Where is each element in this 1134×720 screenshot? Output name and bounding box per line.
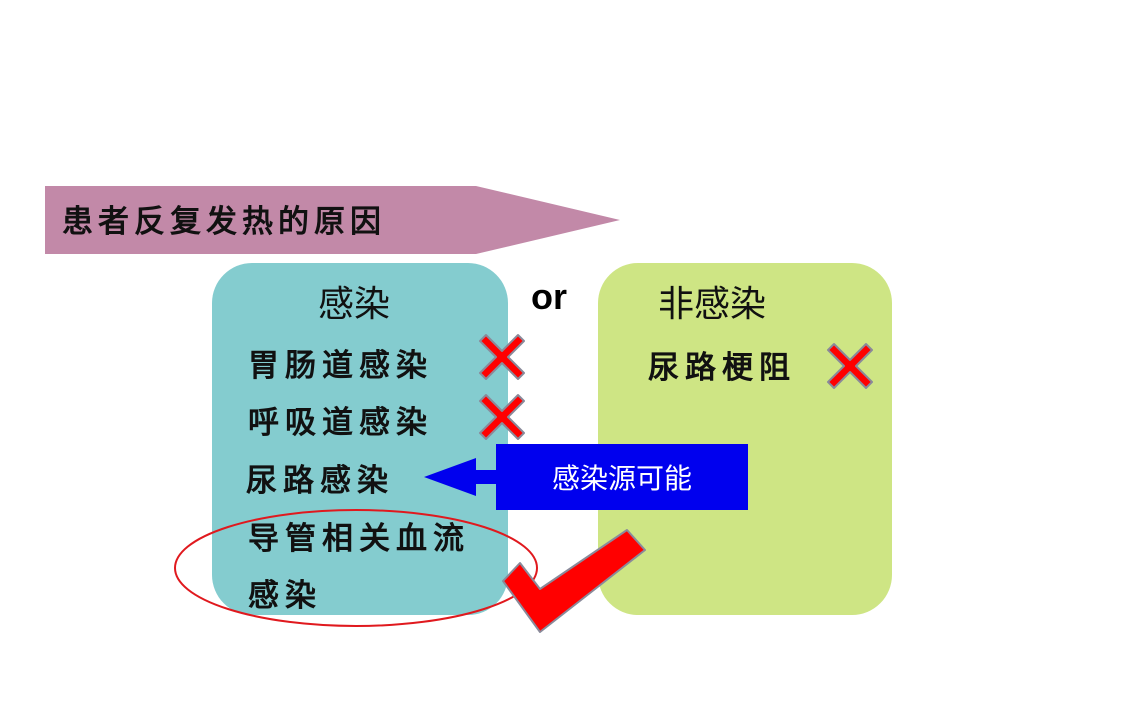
non-infection-title: 非感染 bbox=[658, 284, 767, 325]
item-urinary-obstruction: 尿路梗阻 bbox=[648, 350, 796, 386]
highlight-circle bbox=[174, 509, 538, 627]
banner-title: 患者反复发热的原因 bbox=[62, 204, 386, 240]
item-urinary-infection: 尿路感染 bbox=[246, 463, 394, 499]
banner-arrow-shape bbox=[45, 186, 620, 254]
or-connector: or bbox=[531, 276, 567, 317]
item-gi-infection: 胃肠道感染 bbox=[248, 348, 433, 384]
infection-source-callout: 感染源可能 bbox=[496, 444, 748, 510]
item-catheter-infection-line2: 感染 bbox=[248, 578, 322, 614]
item-catheter-infection-line1: 导管相关血流 bbox=[248, 521, 470, 557]
infection-title: 感染 bbox=[318, 284, 391, 325]
infection-box bbox=[212, 263, 508, 615]
non-infection-box bbox=[598, 263, 892, 615]
arrow-icon bbox=[424, 458, 496, 496]
item-respiratory-infection: 呼吸道感染 bbox=[248, 405, 433, 441]
checkmark-icon bbox=[502, 529, 646, 633]
infection-source-label: 感染源可能 bbox=[551, 462, 692, 495]
